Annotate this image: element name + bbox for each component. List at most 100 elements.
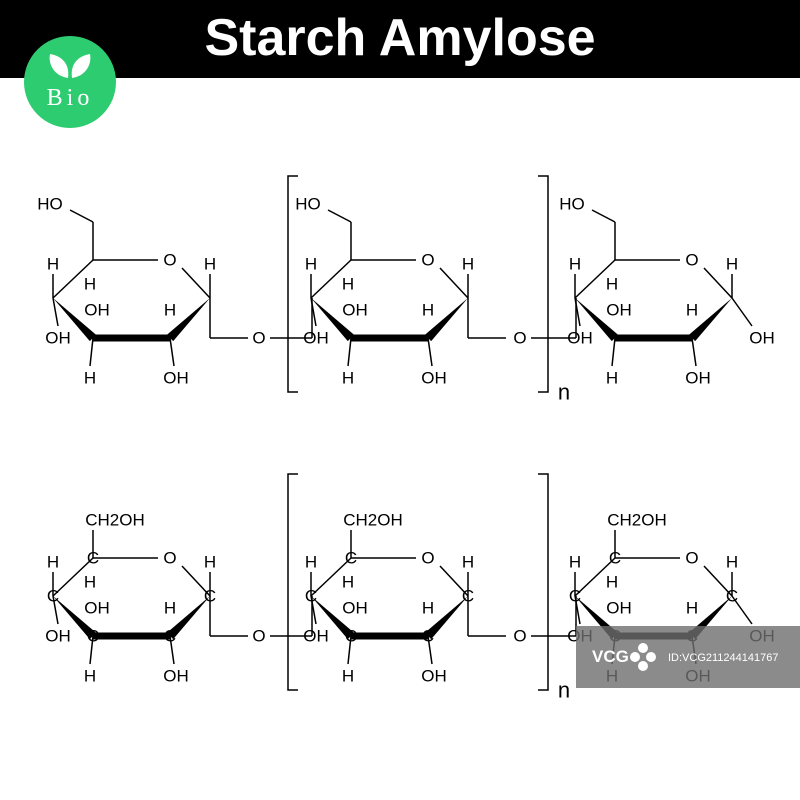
h-label-c3: H — [84, 369, 96, 388]
bond-o5-c1 — [181, 565, 211, 597]
h-label-c5: H — [84, 573, 96, 592]
oh-label-c4: OH — [303, 329, 329, 348]
bond-c2-oh — [169, 337, 175, 367]
hydroxymethyl-label: HO — [295, 195, 321, 214]
oh-label-c4: OH — [567, 329, 593, 348]
leaf-icon — [49, 54, 91, 78]
hydroxymethyl-label: CH2OH — [607, 511, 667, 530]
h-label-c4: H — [47, 255, 59, 274]
wedge-c4-c3 — [53, 298, 97, 342]
h-label-c3: H — [84, 667, 96, 686]
bridge-oxygen-label: O — [513, 627, 526, 646]
carbon-label-c3: C — [345, 627, 357, 646]
oh-label-c2: OH — [163, 369, 189, 388]
oh-label-c3: OH — [606, 301, 632, 320]
repeat-bracket-left — [287, 473, 298, 691]
bond-c3-h — [347, 635, 352, 665]
bond-o5-c1 — [703, 267, 733, 299]
badge-label: Bio — [46, 85, 94, 111]
carbon-label-c4: C — [305, 587, 317, 606]
bond-c3-h — [89, 337, 94, 367]
bond-c6-oh — [591, 209, 616, 223]
bond-o5-c1 — [439, 267, 469, 299]
bond-c1-oh — [731, 297, 753, 327]
title-bar: Starch Amylose — [0, 0, 800, 78]
h-label-c4: H — [305, 553, 317, 572]
carbon-label-c3: C — [87, 627, 99, 646]
hydroxymethyl-label: CH2OH — [85, 511, 145, 530]
repeat-bracket-left — [287, 175, 298, 393]
bond-c2-oh — [427, 635, 433, 665]
bond-o5-c1 — [703, 565, 733, 597]
carbon-label-c5: C — [609, 549, 621, 568]
bond-c4-oh — [52, 595, 59, 625]
bridge-oxygen-label: O — [252, 627, 265, 646]
flower-icon — [630, 643, 656, 671]
repeat-bracket-right — [538, 473, 549, 691]
bio-badge: Bio — [24, 36, 116, 128]
carbon-label-c4: C — [569, 587, 581, 606]
h-label-c1: H — [204, 255, 216, 274]
ring-oxygen-label: O — [421, 549, 434, 568]
bond-c4-c5 — [574, 259, 616, 299]
page-title: Starch Amylose — [204, 9, 596, 67]
repeat-bracket-right — [538, 175, 549, 393]
h-label-c3: H — [342, 667, 354, 686]
carbon-label-c5: C — [345, 549, 357, 568]
h-label-c2: H — [164, 301, 176, 320]
bond-c4-oh — [574, 595, 581, 625]
bond-c4-c5 — [574, 557, 616, 597]
bond-c3-h — [89, 635, 94, 665]
oh-label-c4: OH — [45, 627, 71, 646]
ring-oxygen-label: O — [163, 549, 176, 568]
bond-c3-h — [347, 337, 352, 367]
bond-c4-oh — [574, 297, 581, 327]
carbon-label-c2: C — [422, 627, 434, 646]
carbon-label-c2: C — [164, 627, 176, 646]
ring-oxygen-label: O — [685, 549, 698, 568]
h-label-c1: H — [204, 553, 216, 572]
h-label-c3: H — [606, 369, 618, 388]
carbon-label-c5: C — [87, 549, 99, 568]
watermark-logo: VCG — [592, 647, 629, 666]
bond-c4-c5 — [52, 557, 94, 597]
bond-c4-c5 — [52, 259, 94, 299]
repeat-subscript-n: n — [558, 678, 570, 703]
wedge-c4-c3 — [311, 298, 355, 342]
h-label-c5: H — [606, 573, 618, 592]
wedge-c1-c2 — [424, 298, 468, 342]
h-label-c2: H — [422, 301, 434, 320]
h-label-c5: H — [606, 275, 618, 294]
bond-o5-c1 — [439, 565, 469, 597]
bond-c4-oh — [52, 297, 59, 327]
ring-oxygen-label: O — [163, 251, 176, 270]
h-label-c5: H — [342, 275, 354, 294]
bond-c4-oh — [310, 595, 317, 625]
bond-c4-c5 — [310, 259, 352, 299]
h-label-c2: H — [164, 599, 176, 618]
wedge-c4-c3 — [311, 596, 355, 640]
wedge-c1-c2 — [166, 596, 210, 640]
wedge-c1-c2 — [166, 298, 210, 342]
h-label-c1: H — [726, 255, 738, 274]
wedge-c1-c2 — [688, 298, 732, 342]
hydroxymethyl-label: CH2OH — [343, 511, 403, 530]
bond-c2-oh — [169, 635, 175, 665]
carbon-label-c4: C — [47, 587, 59, 606]
h-label-c2: H — [422, 599, 434, 618]
oh-label-c3: OH — [84, 301, 110, 320]
h-label-c4: H — [569, 255, 581, 274]
bridge-oxygen-label: O — [513, 329, 526, 348]
oh-label-c4: OH — [45, 329, 71, 348]
oh-label-c2: OH — [685, 369, 711, 388]
h-label-c4: H — [305, 255, 317, 274]
oh-label-c2: OH — [163, 667, 189, 686]
oh-label-c3: OH — [84, 599, 110, 618]
oh-label-c2: OH — [421, 369, 447, 388]
oh-label-c3: OH — [606, 599, 632, 618]
h-label-c2: H — [686, 599, 698, 618]
repeat-subscript-n: n — [558, 380, 570, 405]
h-label-c1: H — [726, 553, 738, 572]
h-label-c1: H — [462, 255, 474, 274]
oh-label-c4: OH — [303, 627, 329, 646]
